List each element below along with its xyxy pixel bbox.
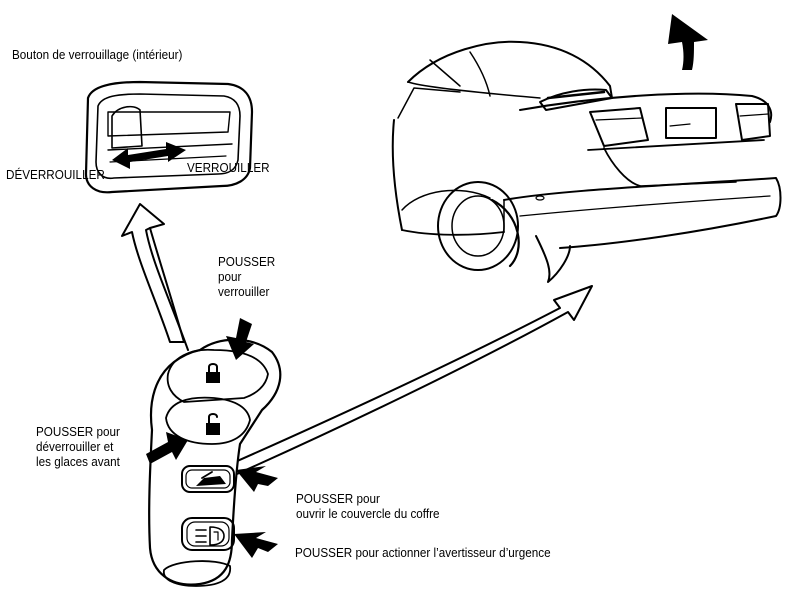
lock-closed-icon[interactable] <box>206 363 220 383</box>
remote-to-trunk-arrow <box>225 285 593 479</box>
interior-lock-switch <box>84 80 254 194</box>
remote-fob <box>148 338 282 587</box>
unlock-label: DÉVERROUILLER <box>6 167 105 182</box>
push-unlock-pointer-arrow <box>146 432 188 464</box>
push-to-unlock-label: POUSSER pour déverrouiller et les glaces… <box>36 424 120 469</box>
push-trunk-pointer-arrow <box>236 466 278 492</box>
push-lock-pointer-arrow <box>226 318 254 360</box>
remote-to-door-switch-arrow <box>121 203 185 343</box>
lock-label: VERROUILLER <box>187 160 270 175</box>
push-to-lock-label: POUSSER pour verrouiller <box>218 254 276 299</box>
car-illustration <box>391 40 782 283</box>
lock-unlock-double-arrow <box>112 142 186 169</box>
hazard-light-icon[interactable] <box>195 526 225 546</box>
lock-open-icon[interactable] <box>206 413 220 435</box>
push-to-open-trunk-label: POUSSER pour ouvrir le couvercle du coff… <box>296 491 440 521</box>
push-panic-pointer-arrow <box>234 532 278 558</box>
push-for-panic-label: POUSSER pour actionner l’avertisseur d’u… <box>295 545 551 560</box>
interior-lock-button-label: Bouton de verrouillage (intérieur) <box>12 47 183 62</box>
trunk-open-arrow <box>668 14 708 70</box>
trunk-icon[interactable] <box>196 471 226 486</box>
